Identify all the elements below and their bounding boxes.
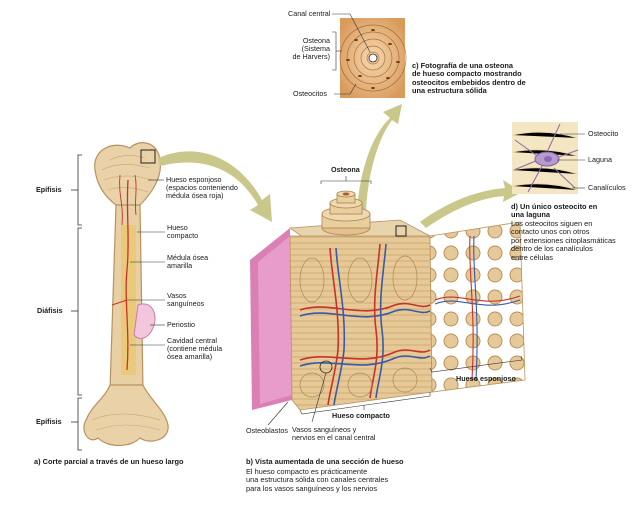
left-brackets <box>71 154 82 451</box>
long-bone <box>83 142 169 447</box>
center-leader-lines <box>267 176 523 426</box>
label-osteocitos: Osteocitos <box>293 89 327 98</box>
label-vasos-sanguineos: Vasos sanguíneos <box>167 291 205 309</box>
label-medula-amarilla: Médula ósea amarilla <box>167 253 209 271</box>
connector-arrows <box>158 104 522 228</box>
caption-c: c) Fotografía de una osteona de hueso co… <box>412 61 526 96</box>
label-canaliculos: Canalículos <box>588 183 626 192</box>
caption-d-body: Los osteocitos siguen en contacto unos c… <box>511 219 616 262</box>
right-leader-lines <box>557 133 585 189</box>
osteon-photo <box>339 18 407 98</box>
caption-d-title: d) Un único osteocito en una laguna <box>511 202 598 220</box>
caption-b-title: b) Vista aumentada de una sección de hue… <box>246 457 404 466</box>
label-osteocito: Osteocito <box>588 129 619 138</box>
label-diafisis: Diáfisis <box>37 306 63 315</box>
label-epifisis-top: Epífisis <box>36 185 62 194</box>
caption-b-body: El hueso compacto es prácticamente una e… <box>246 467 389 493</box>
label-vasos-nervios: Vasos sanguíneos y nervios en el canal c… <box>292 425 376 443</box>
top-leader-lines <box>332 13 371 95</box>
left-leader-lines <box>127 179 165 346</box>
label-epifisis-bottom: Epífisis <box>36 417 62 426</box>
label-hueso-compacto-center: Hueso compacto <box>332 411 390 420</box>
label-osteoblastos: Osteoblastos <box>246 426 288 435</box>
caption-a: a) Corte parcial a través de un hueso la… <box>34 457 184 466</box>
label-canal-central: Canal central <box>288 9 331 18</box>
label-laguna: Laguna <box>588 155 612 164</box>
label-osteona: Osteona <box>331 165 360 174</box>
label-cavidad-central: Cavidad central (contiene médula ósea am… <box>167 336 223 362</box>
label-hueso-esponjoso-left: Hueso esponjoso (espacios conteniendo mé… <box>166 175 238 201</box>
label-hueso-compacto-left: Hueso compacto <box>167 223 199 241</box>
label-periostio: Periostio <box>167 320 195 329</box>
bone-section-3d <box>250 190 526 411</box>
label-hueso-esponjoso-center: Hueso esponjoso <box>456 374 516 383</box>
label-osteona-sistema: Osteona (Sistema de Harvers) <box>292 36 330 62</box>
osteocyte-closeup <box>511 122 579 194</box>
